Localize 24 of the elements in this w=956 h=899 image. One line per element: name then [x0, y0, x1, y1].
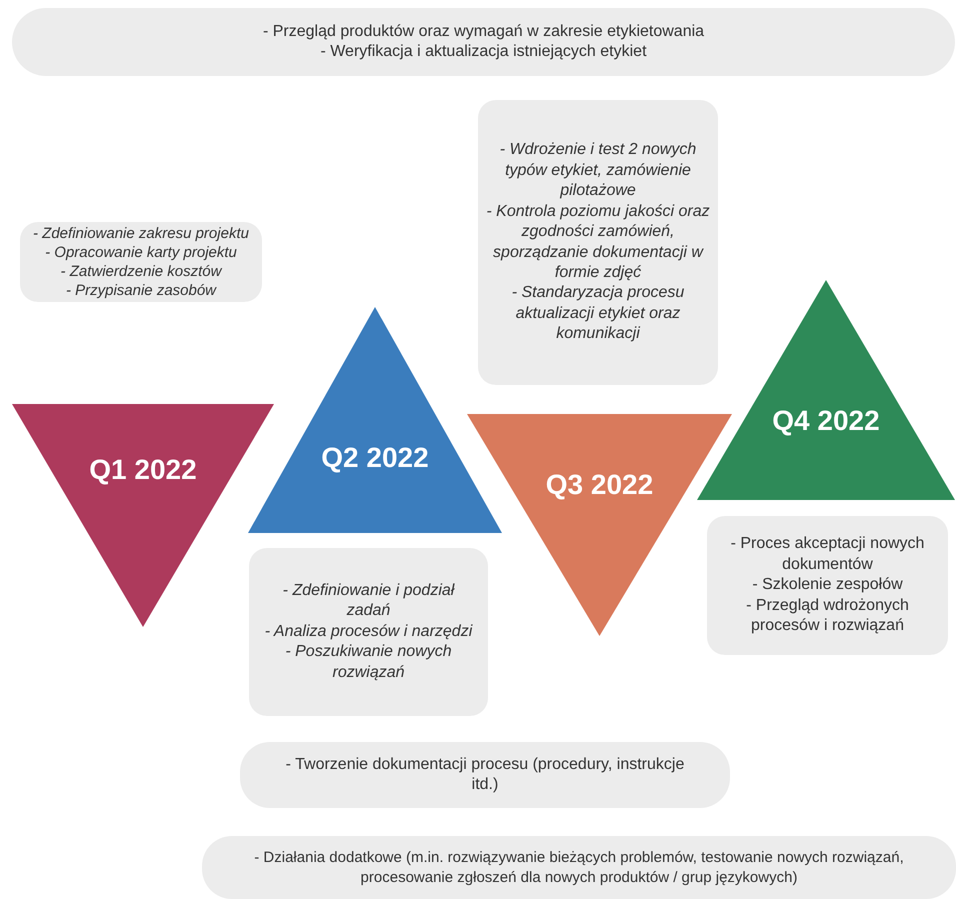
- activity-text: - Standaryzacja procesu aktualizacji etykiet oraz komunikacji: [510, 283, 686, 344]
- quarter-triangle: [697, 280, 955, 500]
- quarter-label: Q2 2022: [320, 442, 430, 474]
- activity-text: - Zdefiniowanie i podział zadań: [282, 580, 456, 622]
- activity-text: - Tworzenie dokumentacji procesu (procedury, instrukcje itd.): [284, 754, 686, 795]
- activity-text: - Weryfikacja i aktualizacja istniejących etykiet: [319, 42, 648, 62]
- activity-text: - Opracowanie karty projektu: [44, 242, 238, 262]
- activity-text: - Analiza procesów i narzędzi: [264, 622, 474, 642]
- quarter-label: Q1 2022: [88, 454, 198, 486]
- activity-text: - Szkolenie zespołów: [751, 575, 904, 596]
- activity-text: - Zatwierdzenie kosztów: [60, 262, 224, 282]
- activity-text: - Zdefiniowanie zakresu projektu: [32, 224, 250, 243]
- activity-text: - Wdrożenie i test 2 nowych typów etykiet, zamówienie pilotażowe: [498, 140, 698, 202]
- quarter-triangle: [12, 404, 274, 627]
- quarter-triangle: [248, 307, 502, 533]
- quarter-label: Q4 2022: [771, 405, 881, 437]
- activity-text: - Proces akceptacji nowych dokumentów: [730, 534, 926, 575]
- activity-text: - Przegląd produktów oraz wymagań w zakresie etykietowania: [262, 22, 706, 42]
- activity-text: - Poszukiwanie nowych rozwiązań: [284, 642, 453, 683]
- activity-text: - Przegląd wdrożonych procesów i rozwiązań: [745, 596, 910, 636]
- quarter-label: Q3 2022: [544, 469, 654, 501]
- activity-text: - Przypisanie zasobów: [64, 281, 218, 300]
- activity-text: - Kontrola poziomu jakości oraz zgodności zamówień, sporządzanie dokumentacji w formie zdjęć: [485, 202, 711, 283]
- activity-text: - Działania dodatkowe (m.in. rozwiązywanie bieżących problemów, testowanie nowych rozwiązań, procesowanie zgłoszeń dla nowych produktów / grup językowych): [253, 848, 905, 887]
